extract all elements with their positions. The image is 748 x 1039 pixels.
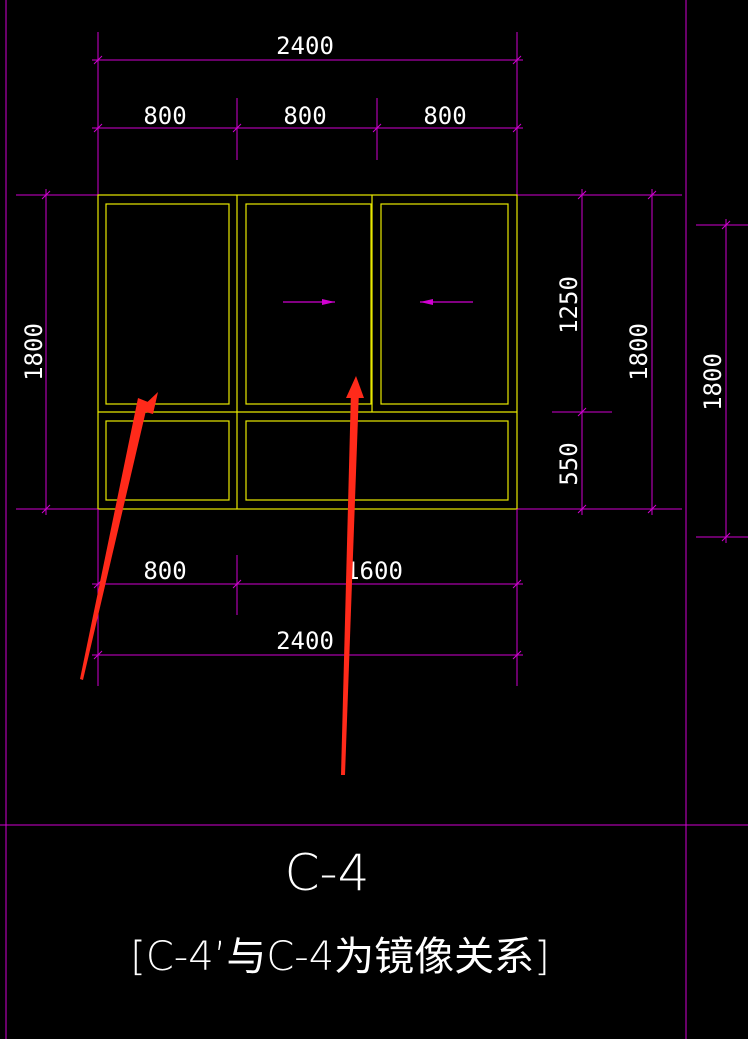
dim-text-right-lower: 550 (555, 442, 583, 485)
red-arrow-icon (341, 376, 364, 775)
sash-upper-left (105, 203, 230, 405)
dim-text-bottom-seg-1: 800 (143, 557, 186, 585)
dim-text-top-seg-1: 800 (143, 102, 186, 130)
dim-text-top-seg-2: 800 (283, 102, 326, 130)
left-dimension: 1800 (20, 189, 51, 515)
tick (721, 220, 731, 230)
tick (93, 123, 103, 133)
tick (232, 123, 242, 133)
dim-text-far-right: 1800 (699, 353, 727, 411)
tick (232, 579, 242, 589)
sash-lower-left (105, 420, 230, 501)
arrow-right-icon (283, 299, 335, 305)
sash-lower-right (245, 420, 509, 501)
red-arrow-icon (80, 392, 158, 680)
tick (41, 504, 51, 514)
dim-text-top-seg-3: 800 (423, 102, 466, 130)
dim-text-bottom-seg-2: 1600 (345, 557, 403, 585)
tick (41, 190, 51, 200)
right-dimensions: 1250 550 1800 1800 (555, 189, 731, 543)
tick (512, 55, 522, 65)
dim-text-right-upper: 1250 (555, 276, 583, 334)
tick (512, 579, 522, 589)
tick (721, 532, 731, 542)
dim-text-right-total: 1800 (625, 323, 653, 381)
bottom-dimensions: 800 1600 2400 (92, 509, 523, 686)
dim-text-left-height: 1800 (20, 323, 48, 381)
window-code-title: C-4 (285, 844, 370, 902)
tick (93, 55, 103, 65)
tick (577, 407, 587, 417)
tick (647, 504, 657, 514)
tick (372, 123, 382, 133)
dim-text-top-overall: 2400 (276, 32, 334, 60)
sash-upper-middle (245, 203, 372, 405)
arrow-left-icon (420, 299, 473, 305)
tick (577, 504, 587, 514)
top-dimensions: 2400 800 800 800 (92, 32, 523, 195)
window-elevation (97, 194, 518, 510)
window-outer-frame (97, 194, 518, 510)
tick (577, 190, 587, 200)
tick (647, 190, 657, 200)
tick (93, 650, 103, 660)
sash-upper-right (380, 203, 509, 405)
tick (512, 650, 522, 660)
mirror-note: [C-4’与C-4为镜像关系] (130, 934, 550, 980)
tick (512, 123, 522, 133)
dim-text-bottom-overall: 2400 (276, 627, 334, 655)
